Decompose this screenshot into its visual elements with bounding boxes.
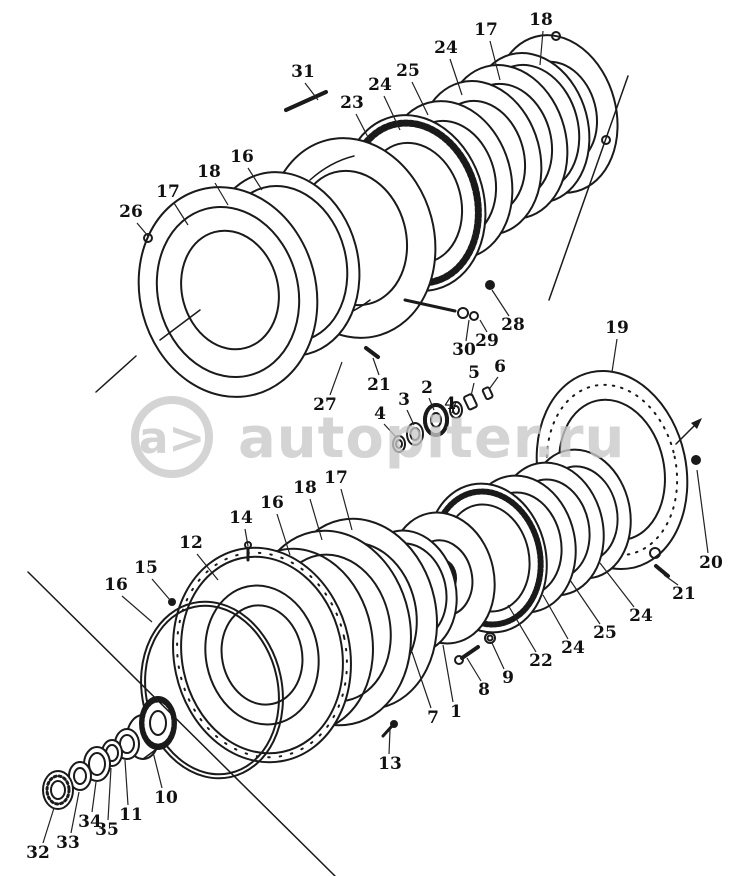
part-label-31: 31 [291, 62, 315, 82]
part-label-12: 12 [179, 533, 203, 553]
part-label-15: 15 [134, 558, 158, 578]
pin-21-top-drawing [364, 346, 380, 359]
part-label-24a: 24 [368, 75, 392, 95]
part-label-24b: 24 [434, 38, 458, 58]
part-label-3: 3 [398, 390, 410, 410]
part-label-6: 6 [494, 357, 506, 377]
pin-21b-drawing [654, 564, 670, 578]
part-label-11: 11 [119, 805, 143, 825]
part-label-18c: 18 [293, 478, 317, 498]
section-boundary-lines [27, 75, 629, 876]
bolt-8-drawing [454, 645, 480, 665]
left-housing-drawing [137, 186, 319, 398]
part-label-33: 33 [56, 833, 80, 853]
part-label-19: 19 [605, 318, 629, 338]
bolt-14-drawing [244, 541, 252, 562]
pin-31-drawing [284, 90, 328, 112]
part-label-1: 1 [450, 702, 462, 722]
part-label-24c: 24 [561, 638, 585, 658]
part-label-28: 28 [501, 315, 525, 335]
part-label-25a: 25 [396, 61, 420, 81]
part-label-17b: 17 [156, 182, 180, 202]
part-label-8: 8 [478, 680, 490, 700]
part-label-2: 2 [421, 378, 433, 398]
pin-6-drawing [481, 386, 494, 401]
part-label-21b: 21 [672, 584, 696, 604]
part-label-29: 29 [475, 331, 499, 351]
part-label-4b: 4 [444, 394, 456, 414]
part-label-5: 5 [468, 363, 480, 383]
part-label-18a: 18 [529, 10, 553, 30]
part-label-32: 32 [26, 843, 50, 863]
watermark-logo-circle [131, 396, 213, 478]
watermark-text: autopiter.ru [238, 406, 625, 471]
part-label-13: 13 [378, 754, 402, 774]
part-label-23: 23 [340, 93, 364, 113]
part-label-25b: 25 [593, 623, 617, 643]
bearing-3-drawing [406, 422, 424, 446]
part-label-16c: 16 [104, 575, 128, 595]
bearing-32-drawing [42, 770, 74, 810]
part-label-4a: 4 [374, 404, 386, 424]
part-label-30: 30 [452, 340, 476, 360]
bolt-26-drawing [143, 233, 153, 243]
stud-28-29-30-drawing [403, 280, 495, 321]
part-label-34: 34 [78, 812, 102, 832]
part-label-18b: 18 [197, 162, 221, 182]
part-label-27: 27 [313, 395, 337, 415]
direction-arrow [675, 418, 702, 445]
drum-12-drawing [172, 546, 352, 764]
washer-9-drawing [484, 632, 496, 644]
part-label-16b: 16 [260, 493, 284, 513]
part-label-20: 20 [699, 553, 723, 573]
pin-15-drawing [168, 598, 176, 606]
pin-20-drawing [691, 455, 701, 465]
watermark: a> autopiter.ru [131, 396, 625, 478]
part-label-22: 22 [529, 651, 553, 671]
part-label-16a: 16 [230, 147, 254, 167]
part-label-26: 26 [119, 202, 143, 222]
watermark-logo-text: a> [139, 413, 206, 464]
leader-lines [42, 30, 709, 844]
part-label-14: 14 [229, 508, 253, 528]
part-label-35: 35 [95, 820, 119, 840]
part-label-9: 9 [502, 668, 514, 688]
part-label-7: 7 [427, 708, 439, 728]
exploded-view-drawing [27, 31, 702, 876]
part-label-21a: 21 [367, 375, 391, 395]
part-number-labels: 31 23 24 25 24 17 18 26 17 18 16 27 21 3… [26, 10, 723, 863]
part-label-10: 10 [154, 788, 178, 808]
gear-2-drawing [423, 403, 449, 437]
pin-5-drawing [463, 393, 478, 411]
washer-4a-drawing [392, 435, 406, 453]
part-label-17c: 17 [324, 468, 348, 488]
screw-13-drawing [381, 720, 398, 738]
part-label-17a: 17 [474, 20, 498, 40]
part-label-24d: 24 [629, 606, 653, 626]
washer-4b-drawing [449, 401, 463, 419]
